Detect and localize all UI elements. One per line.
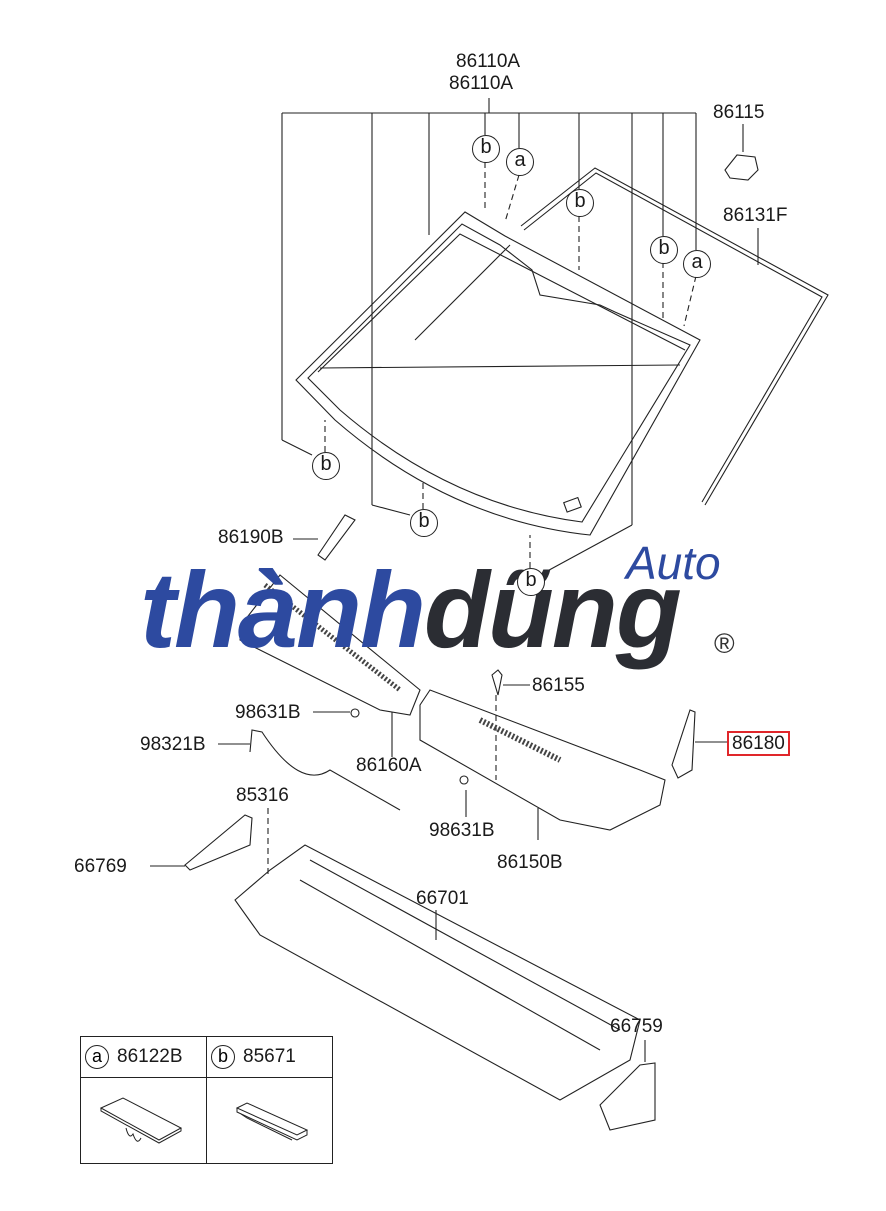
legend-image-cell-b [207,1078,332,1163]
callout-b: b [517,568,545,596]
legend-symbol-a: a [85,1045,109,1069]
callout-b: b [472,135,500,163]
legend-row-b: b 85671 [207,1037,332,1078]
label-86180-highlighted[interactable]: 86180 [727,731,790,756]
label-98631B-1[interactable]: 98631B [235,702,301,723]
legend-row-a: a 86122B [81,1037,207,1078]
callout-b: b [410,509,438,537]
callout-b: b [566,189,594,217]
label-98631B-2[interactable]: 98631B [429,820,495,841]
clip-86122B-icon [99,1097,183,1144]
label-85316[interactable]: 85316 [236,785,289,806]
legend-symbol-b: b [211,1045,235,1069]
label-86115[interactable]: 86115 [713,102,765,123]
label-86155[interactable]: 86155 [532,675,585,696]
legend-part-86122B[interactable]: 86122B [117,1046,183,1067]
label-86190B[interactable]: 86190B [218,527,284,548]
callout-b: b [650,236,678,264]
label-86131F[interactable]: 86131F [723,205,788,226]
callout-a: a [506,148,534,176]
watermark-logo: thànhdũng [140,556,682,664]
legend-image-cell-a [81,1078,207,1163]
legend-part-85671[interactable]: 85671 [243,1046,296,1067]
label-86160A[interactable]: 86160A [356,755,422,776]
callout-a: a [683,250,711,278]
label-86150B[interactable]: 86150B [497,852,563,873]
logo-word-thanh: thành [140,549,426,670]
logo-word-dung: dũng [423,549,682,670]
legend-table: a 86122B b 85671 [80,1036,333,1164]
logo-auto: Auto [626,537,721,589]
registered-mark: ® [714,628,735,659]
label-86110A-1[interactable]: 86110A [456,51,521,72]
label-66759[interactable]: 66759 [610,1016,663,1037]
label-66701[interactable]: 66701 [416,888,469,909]
label-66769[interactable]: 66769 [74,856,127,877]
label-86110A-2[interactable]: 86110A [449,73,514,94]
pad-85671-icon [235,1102,309,1141]
callout-b: b [312,452,340,480]
label-98321B[interactable]: 98321B [140,734,206,755]
